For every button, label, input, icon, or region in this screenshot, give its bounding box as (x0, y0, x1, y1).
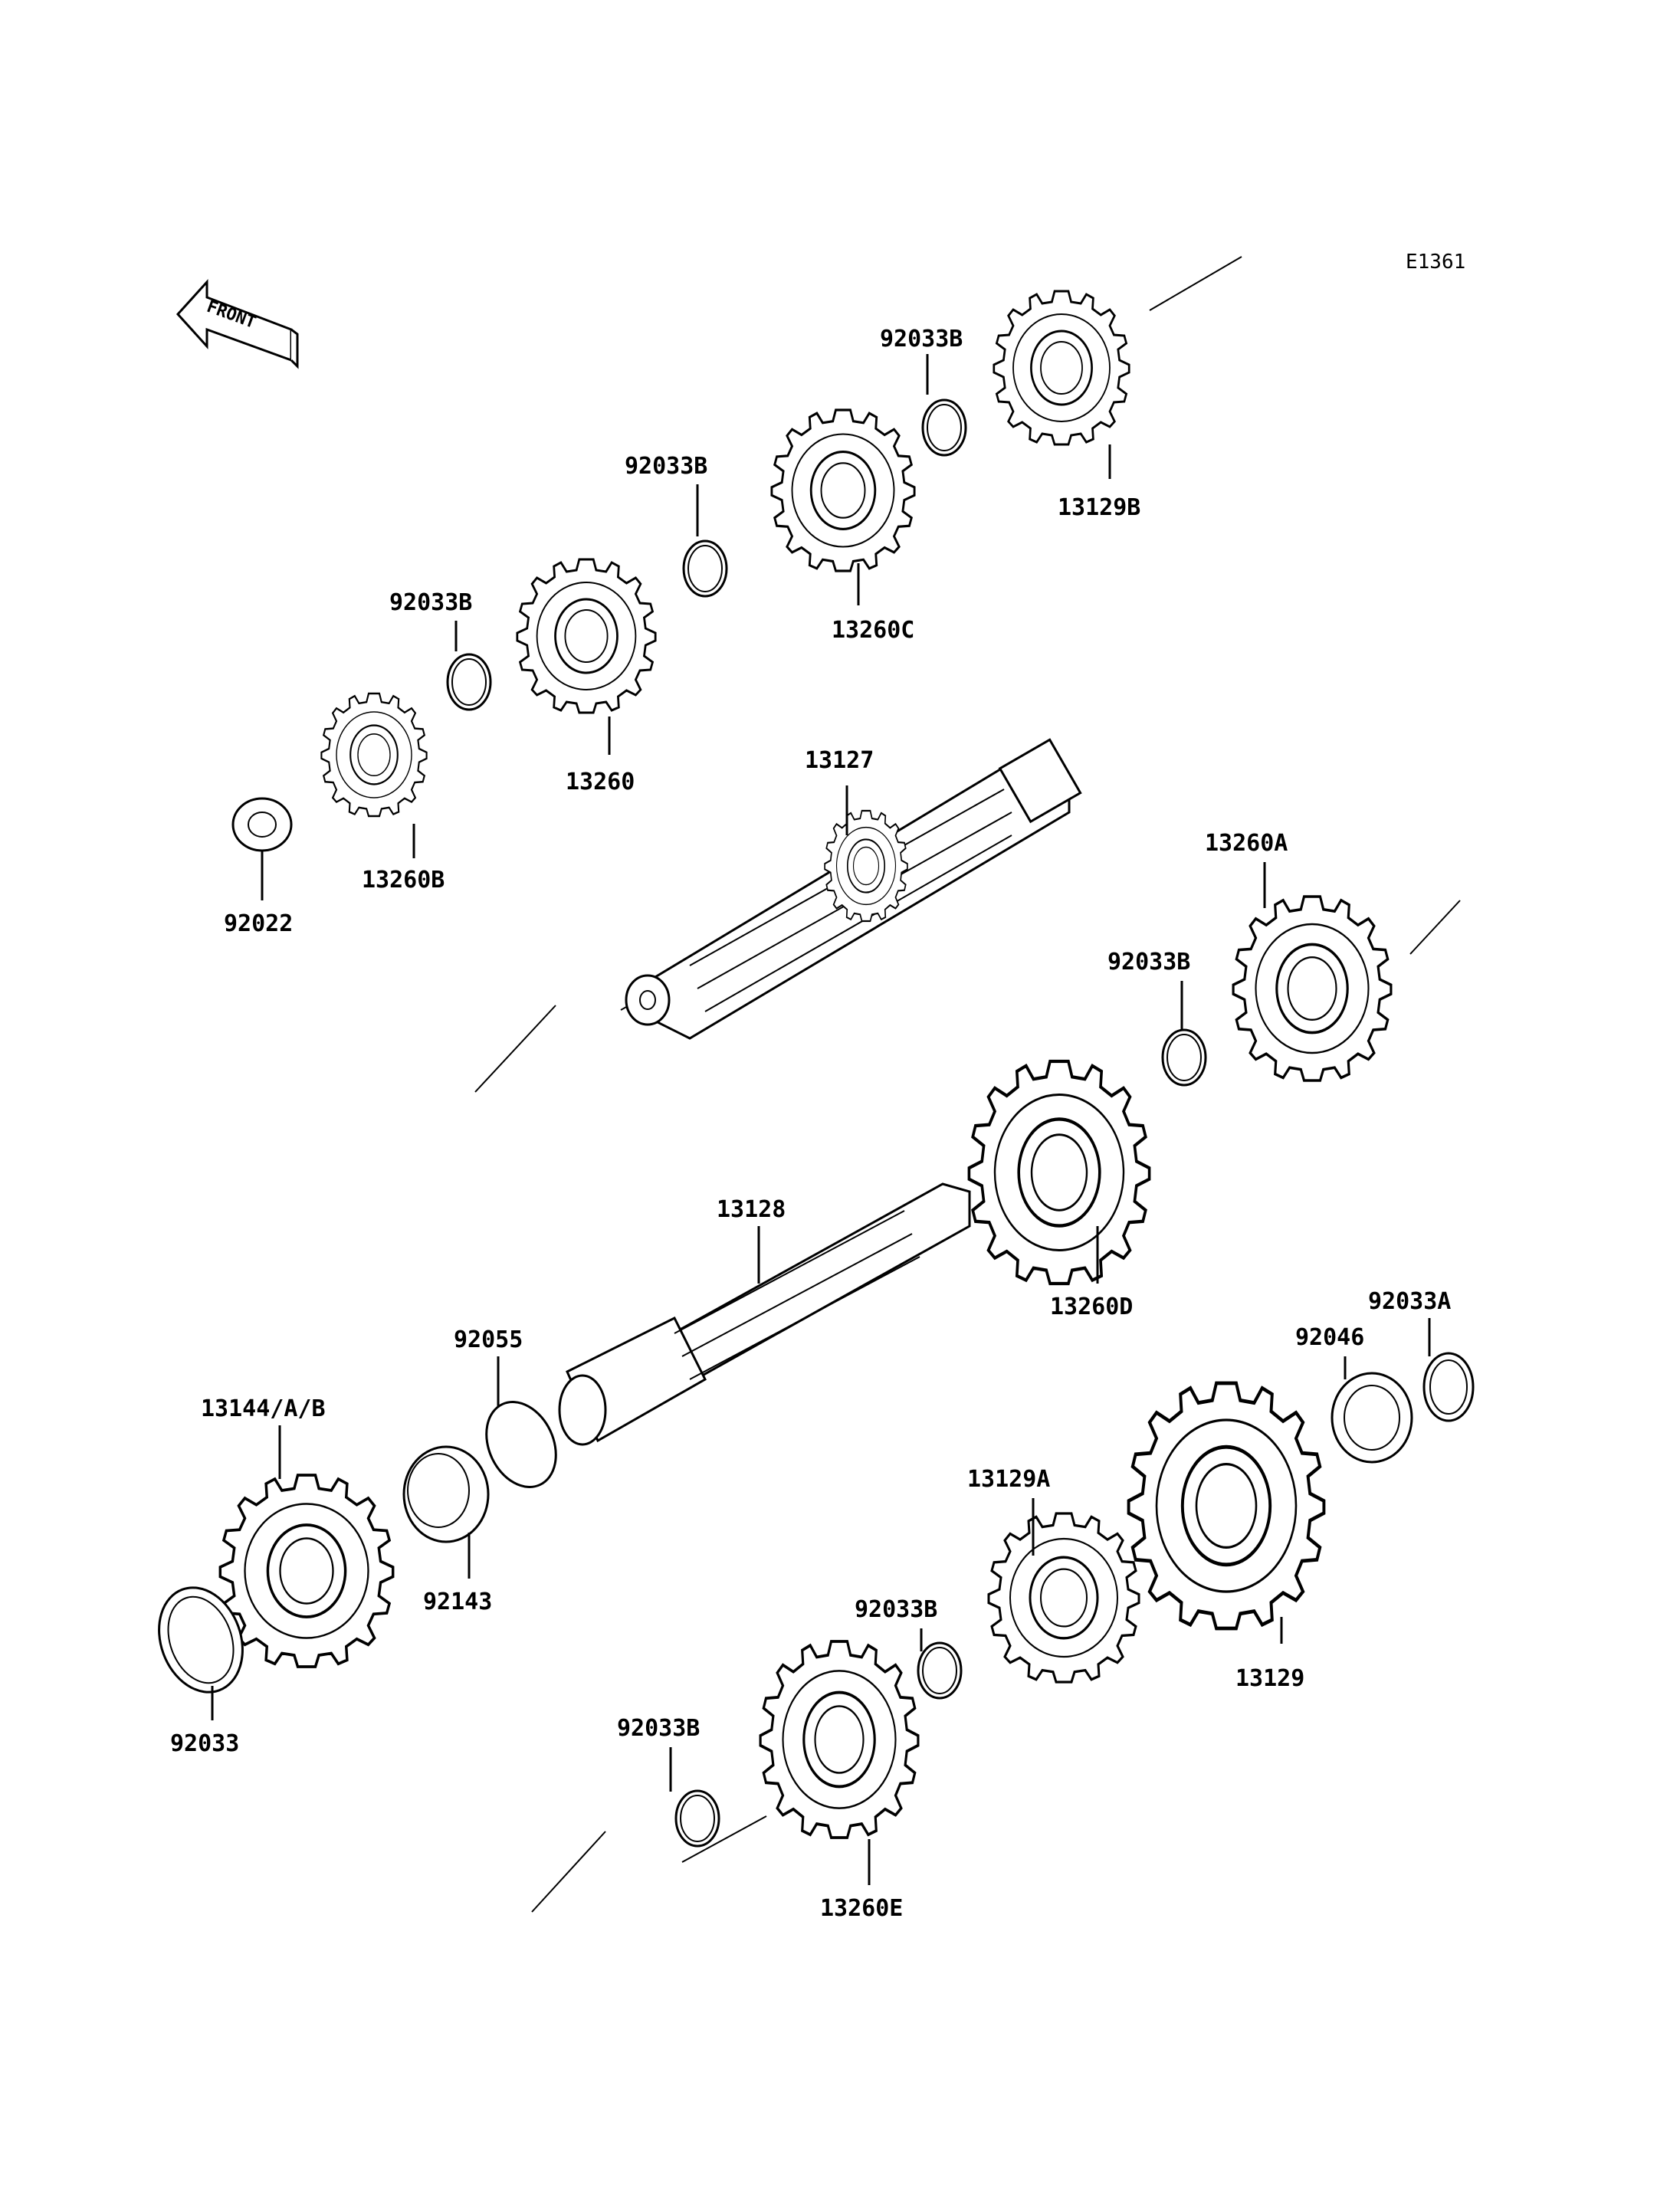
label-13260A: 13260A (1205, 830, 1288, 857)
washer-92022 (231, 797, 293, 852)
label-13260D: 13260D (1050, 1294, 1133, 1320)
label-92046: 92046 (1295, 1324, 1364, 1351)
label-92033B-2: 92033B (625, 453, 707, 480)
gear-13129 (1129, 1383, 1324, 1628)
label-13129B: 13129B (1058, 494, 1140, 521)
label-92033B-4: 92033B (1107, 949, 1190, 976)
diagram-id: E1361 (1406, 251, 1465, 274)
label-13128: 13128 (717, 1196, 786, 1223)
gear-13260D (969, 1061, 1149, 1284)
ring-92033 (158, 1586, 244, 1694)
label-13260E: 13260E (820, 1895, 903, 1922)
ring-92033B-5 (917, 1641, 963, 1700)
gear-13260E (759, 1640, 920, 1839)
label-92033B-3: 92033B (389, 589, 472, 616)
label-92143: 92143 (423, 1589, 492, 1615)
ring-92033B-2 (682, 539, 728, 598)
label-92033A: 92033A (1368, 1288, 1451, 1315)
front-direction-arrow-icon: FRONT (176, 279, 299, 369)
gear-13127-integral (824, 809, 908, 923)
gear-13260B (320, 692, 428, 818)
label-92033B-6: 92033B (617, 1715, 700, 1742)
gear-13260A (1232, 895, 1393, 1082)
label-92055: 92055 (454, 1326, 523, 1353)
label-92033B-5: 92033B (855, 1596, 937, 1623)
label-13260C: 13260C (832, 617, 914, 644)
ring-92033B-1 (921, 398, 967, 457)
gear-13260 (516, 558, 657, 714)
collar-92143 (402, 1445, 490, 1543)
shaft-13128 (558, 1182, 971, 1446)
label-13127: 13127 (805, 747, 874, 774)
label-13260: 13260 (566, 769, 635, 795)
label-13129: 13129 (1235, 1665, 1304, 1692)
ring-92033B-3 (446, 653, 492, 711)
label-13144: 13144/A/B (201, 1395, 326, 1422)
label-13260B: 13260B (362, 867, 445, 894)
label-92022: 92022 (224, 910, 293, 937)
ring-92033B-4 (1161, 1028, 1207, 1087)
gear-13129A (987, 1512, 1140, 1684)
sprocket-13144 (218, 1474, 395, 1668)
ring-92033B-6 (674, 1789, 720, 1848)
bearing-92046 (1331, 1372, 1413, 1464)
gear-13129B (993, 290, 1130, 446)
label-92033B-1: 92033B (880, 326, 963, 353)
ring-92033A (1422, 1352, 1475, 1422)
label-13129A: 13129A (967, 1466, 1050, 1493)
gear-13260C (770, 408, 916, 572)
oring-92055 (485, 1401, 557, 1488)
label-92033: 92033 (170, 1730, 239, 1757)
